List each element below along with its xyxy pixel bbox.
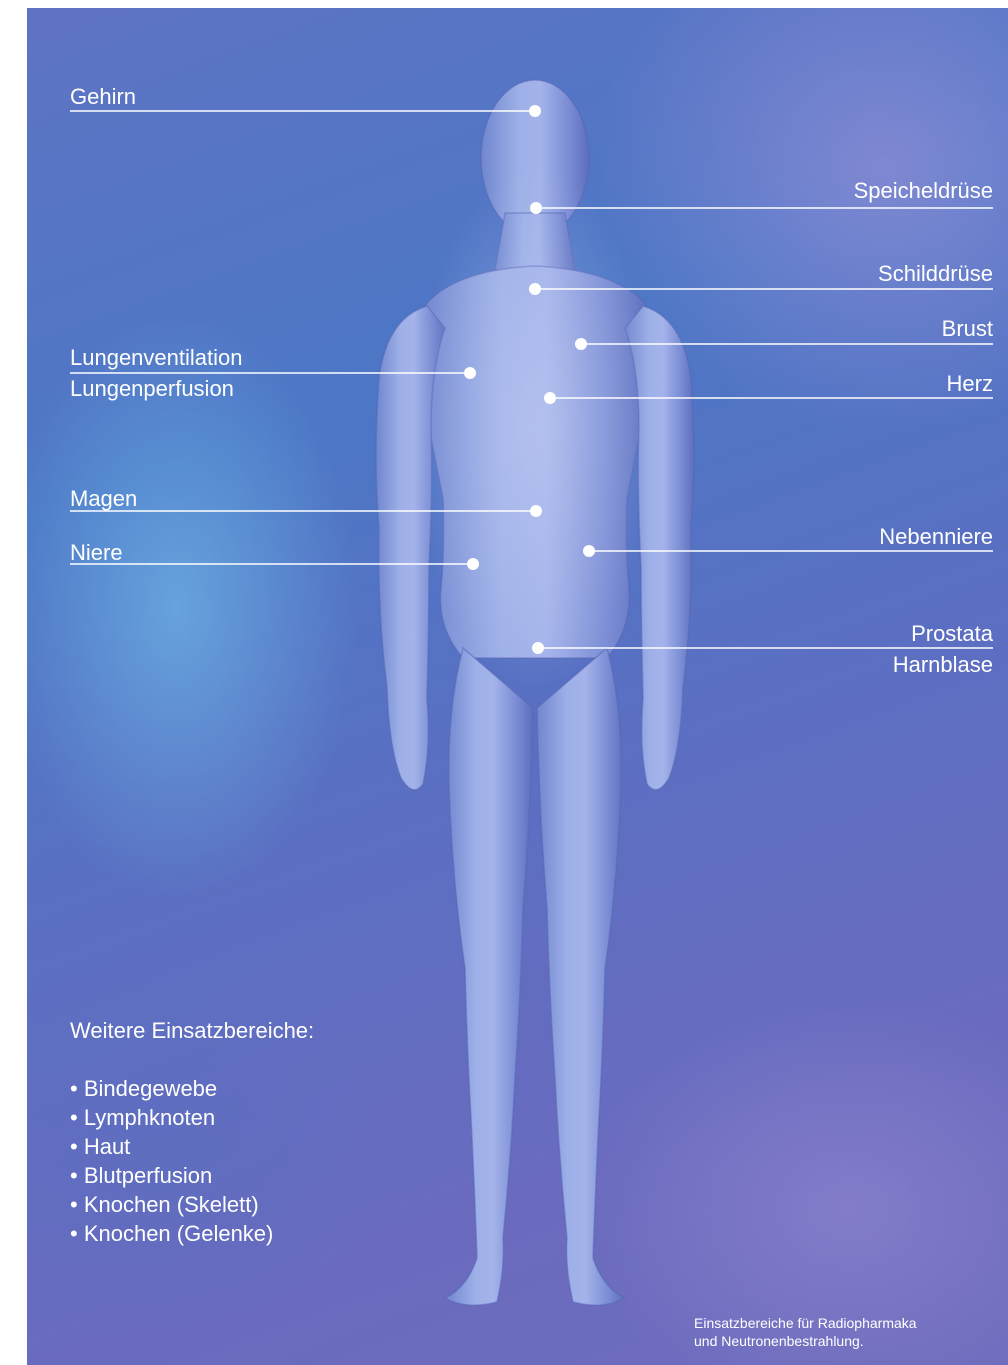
list-item: • Knochen (Gelenke) [70, 1219, 314, 1248]
list-item: • Lymphknoten [70, 1103, 314, 1132]
label-nebenniere: Nebenniere [879, 525, 993, 549]
label-prostata: Prostata [911, 622, 993, 646]
additional-areas: Weitere Einsatzbereiche: • Bindegewebe •… [70, 1018, 314, 1248]
additional-areas-heading: Weitere Einsatzbereiche: [70, 1018, 314, 1044]
additional-areas-list: • Bindegewebe • Lymphknoten • Haut • Blu… [70, 1074, 314, 1248]
label-magen: Magen [70, 487, 137, 511]
left-leg-shape [445, 648, 533, 1305]
label-niere: Niere [70, 541, 123, 565]
body-highlight [415, 168, 655, 688]
list-item: • Blutperfusion [70, 1161, 314, 1190]
label-gehirn: Gehirn [70, 85, 136, 109]
label-lungenperfusion: Lungenperfusion [70, 377, 234, 401]
label-speicheldruese: Speicheldrüse [854, 179, 993, 203]
illustration-panel: Gehirn Lungenventilation Lungenperfusion… [27, 8, 1008, 1365]
caption-line-2: und Neutronenbestrahlung. [694, 1332, 917, 1350]
list-item: • Bindegewebe [70, 1074, 314, 1103]
caption-line-1: Einsatzbereiche für Radiopharmaka [694, 1314, 917, 1332]
label-harnblase: Harnblase [893, 653, 993, 677]
label-herz: Herz [947, 372, 993, 396]
list-item: • Knochen (Skelett) [70, 1190, 314, 1219]
list-item: • Haut [70, 1132, 314, 1161]
label-schilddruese: Schilddrüse [878, 262, 993, 286]
label-lungenventilation: Lungenventilation [70, 346, 242, 370]
label-brust: Brust [942, 317, 993, 341]
right-leg-shape [537, 648, 625, 1305]
caption: Einsatzbereiche für Radiopharmaka und Ne… [694, 1314, 917, 1350]
